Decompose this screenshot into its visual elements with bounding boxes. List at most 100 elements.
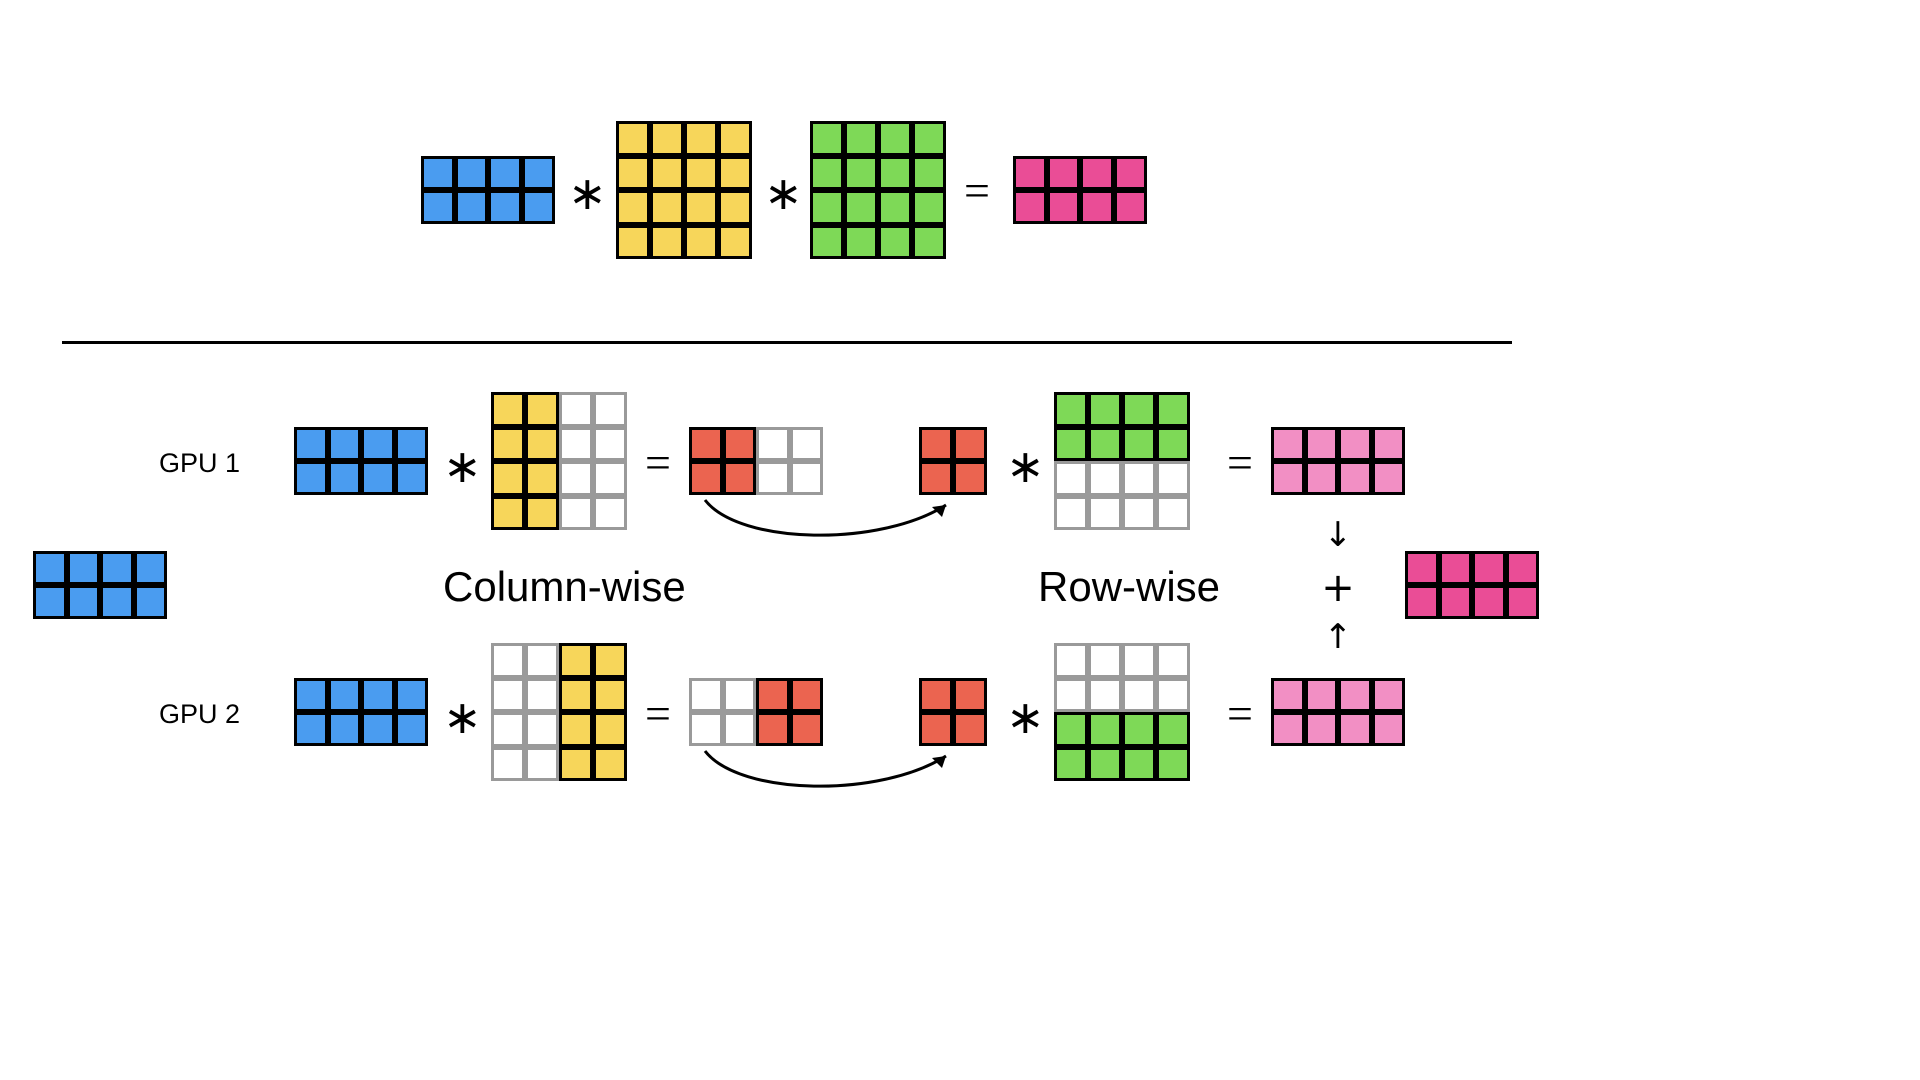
matrix-cell — [491, 643, 525, 678]
multiply-operator-top-2: ∗ — [764, 166, 803, 220]
equals-operator-gpu2-1: = — [645, 688, 671, 739]
matrix-cell — [394, 461, 428, 495]
matrix-cell — [844, 224, 878, 259]
matrix-cell — [559, 712, 593, 747]
matrix-cell — [1371, 427, 1405, 461]
multiply-operator-top-1: ∗ — [568, 166, 607, 220]
matrix-cell — [912, 224, 946, 259]
matrix-cell — [1046, 156, 1080, 190]
matrix-cell — [1122, 495, 1156, 530]
matrix-cell — [1304, 678, 1338, 712]
matrix-cell — [718, 190, 752, 225]
reduce-plus-operator: + — [1321, 565, 1355, 611]
matrix-cell — [919, 427, 953, 461]
matrix-cell — [593, 643, 627, 678]
matrix-cell — [327, 678, 361, 712]
matrix-cell — [919, 712, 953, 746]
matrix-gpu1-weight-a — [491, 392, 627, 530]
matrix-cell — [722, 461, 756, 495]
matrix-cell — [593, 712, 627, 747]
matrix-cell — [394, 678, 428, 712]
equals-operator-gpu1-2: = — [1227, 437, 1253, 488]
matrix-cell — [616, 121, 650, 156]
matrix-cell — [491, 677, 525, 712]
matrix-cell — [684, 190, 718, 225]
matrix-cell — [525, 677, 559, 712]
matrix-cell — [689, 461, 723, 495]
matrix-cell — [616, 224, 650, 259]
matrix-cell — [133, 585, 167, 619]
matrix-weight-a-top — [616, 121, 752, 259]
matrix-cell — [361, 712, 395, 746]
matrix-cell — [1122, 712, 1156, 747]
matrix-gpu2-weight-a — [491, 643, 627, 781]
matrix-cell — [488, 190, 522, 224]
matrix-cell — [789, 461, 823, 495]
matrix-cell — [33, 551, 67, 585]
matrix-cell — [1088, 712, 1122, 747]
matrix-cell — [559, 746, 593, 781]
matrix-cell — [394, 712, 428, 746]
matrix-cell — [394, 427, 428, 461]
matrix-cell — [491, 392, 525, 427]
matrix-gpu1-input — [294, 427, 428, 495]
matrix-output-top — [1013, 156, 1147, 224]
matrix-cell — [421, 190, 455, 224]
matrix-cell — [525, 426, 559, 461]
row-wise-label: Row-wise — [1038, 563, 1221, 610]
matrix-cell — [1304, 712, 1338, 746]
matrix-cell — [650, 190, 684, 225]
matrix-cell — [1046, 190, 1080, 224]
reduce-arrow-up-icon: ↑ — [1323, 617, 1353, 657]
matrix-cell — [1304, 461, 1338, 495]
matrix-cell — [878, 155, 912, 190]
matrix-cell — [593, 495, 627, 530]
equals-operator-gpu2-2: = — [1227, 688, 1253, 739]
matrix-cell — [912, 190, 946, 225]
matrix-cell — [953, 461, 987, 495]
matrix-cell — [1156, 643, 1190, 678]
matrix-cell — [525, 643, 559, 678]
matrix-cell — [1156, 495, 1190, 530]
matrix-cell — [718, 155, 752, 190]
matrix-cell — [919, 461, 953, 495]
matrix-cell — [689, 678, 723, 712]
matrix-cell — [559, 392, 593, 427]
matrix-cell — [1122, 426, 1156, 461]
matrix-cell — [953, 678, 987, 712]
matrix-cell — [491, 461, 525, 496]
matrix-cell — [1271, 461, 1305, 495]
matrix-cell — [1371, 461, 1405, 495]
gpu2-allgather-arrow — [703, 750, 947, 788]
equals-operator-gpu1-1: = — [645, 437, 671, 488]
matrix-input-activations-top — [421, 156, 555, 224]
matrix-cell — [756, 712, 790, 746]
matrix-cell — [1054, 392, 1088, 427]
matrix-cell — [361, 427, 395, 461]
matrix-cell — [1405, 551, 1439, 585]
matrix-cell — [454, 156, 488, 190]
matrix-cell — [491, 426, 525, 461]
matrix-cell — [1472, 585, 1506, 619]
matrix-cell — [1271, 678, 1305, 712]
matrix-cell — [810, 155, 844, 190]
matrix-cell — [953, 427, 987, 461]
matrix-cell — [1088, 426, 1122, 461]
matrix-cell — [525, 392, 559, 427]
matrix-cell — [844, 190, 878, 225]
matrix-cell — [756, 427, 790, 461]
matrix-cell — [327, 427, 361, 461]
matrix-gpu2-input — [294, 678, 428, 746]
matrix-cell — [1013, 156, 1047, 190]
matrix-cell — [521, 156, 555, 190]
matrix-cell — [1088, 461, 1122, 496]
matrix-cell — [844, 155, 878, 190]
matrix-cell — [1088, 495, 1122, 530]
matrix-gpu1-partial — [919, 427, 987, 495]
matrix-cell — [593, 677, 627, 712]
matrix-cell — [756, 461, 790, 495]
matrix-cell — [1080, 190, 1114, 224]
matrix-cell — [810, 121, 844, 156]
matrix-cell — [525, 495, 559, 530]
